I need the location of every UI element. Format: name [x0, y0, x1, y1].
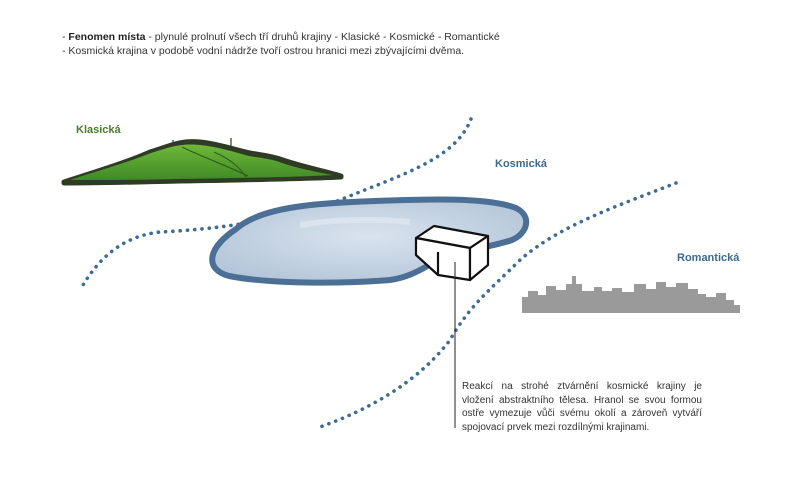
intro-line-1-rest: - plynulé prolnutí všech tří druhů kraji… — [145, 31, 500, 43]
intro-heading: Fenomen místa — [68, 31, 146, 43]
intro-text: - Fenomen místa - plynulé prolnutí všech… — [62, 30, 500, 58]
intro-dash: - — [62, 31, 69, 43]
intro-line-2: - Kosmická krajina v podobě vodní nádrže… — [62, 45, 465, 57]
label-kosmicka: Kosmická — [495, 158, 547, 170]
label-romanticka: Romantická — [677, 252, 740, 264]
intro-line-1: - Fenomen místa - plynulé prolnutí všech… — [62, 30, 500, 44]
dotted-boundary-right — [315, 181, 678, 430]
prism-description: Reakcí na strohé ztvárnění kosmické kraj… — [462, 381, 702, 433]
city-silhouette — [522, 276, 740, 313]
label-klasicka: Klasická — [76, 124, 121, 136]
prism-object — [414, 224, 490, 282]
water-reflection — [299, 216, 411, 228]
classic-hill — [61, 138, 344, 186]
